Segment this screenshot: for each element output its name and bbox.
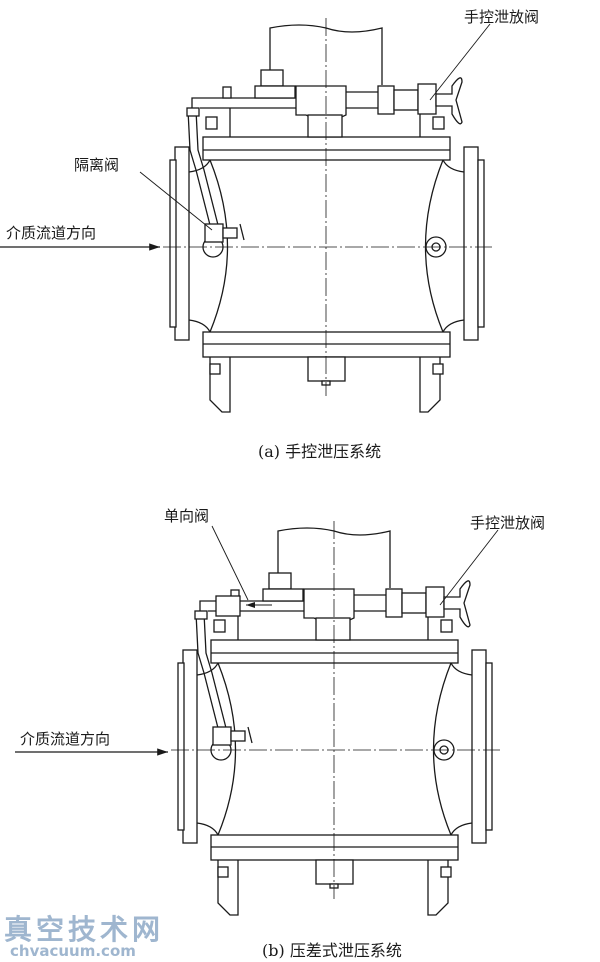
leader-manual-relief-b	[439, 529, 499, 606]
label-isolation-valve-a: 隔离阀	[74, 156, 120, 174]
leader-check-valve-b	[211, 525, 249, 601]
caption-a: (a) 手控泄压系统	[258, 442, 382, 461]
label-check-valve-b: 单向阀	[164, 507, 210, 525]
leader-isolation-a	[139, 171, 213, 231]
label-flow-direction-b: 介质流道方向	[20, 730, 111, 748]
leader-manual-relief-a	[429, 23, 491, 101]
label-manual-relief-valve-b: 手控泄放阀	[470, 514, 546, 532]
valve-drawing-b	[15, 520, 501, 916]
label-flow-direction-a: 介质流道方向	[6, 224, 97, 242]
watermark-url: chvacuum.com	[10, 942, 136, 960]
caption-b: (b) 压差式泄压系统	[262, 941, 402, 960]
label-manual-relief-valve-a: 手控泄放阀	[464, 8, 540, 26]
watermark-title: 真空技术网	[4, 913, 165, 946]
valve-drawing-a	[0, 17, 493, 413]
